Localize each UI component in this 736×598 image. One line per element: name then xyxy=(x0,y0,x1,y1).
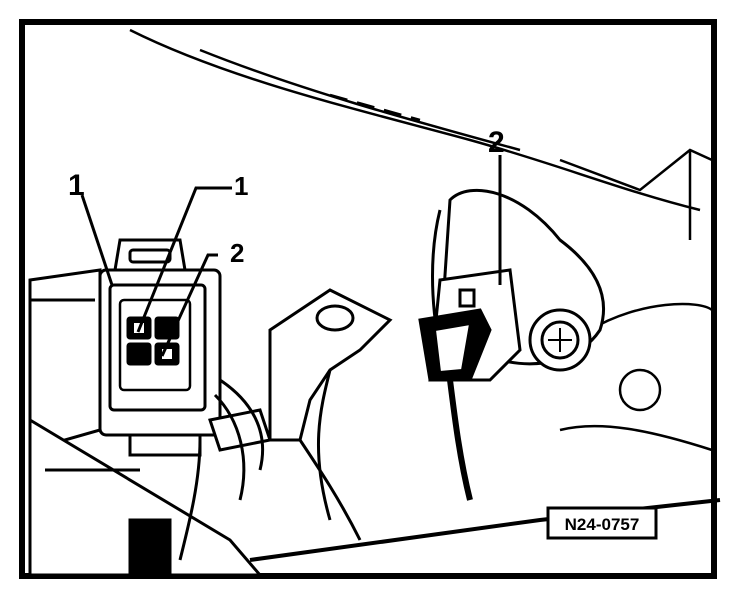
callout-1-left: 1 xyxy=(68,169,85,202)
housing-outline xyxy=(129,28,713,452)
figure-code: N24-0757 xyxy=(565,515,640,534)
center-bracket xyxy=(268,288,393,541)
callout-1-pin: 1 xyxy=(234,171,248,201)
ground-line xyxy=(249,498,721,562)
callout-2-pin: 2 xyxy=(230,238,244,268)
figure-code-box xyxy=(546,506,658,540)
wiring-harness xyxy=(178,378,265,561)
leader-lines xyxy=(80,155,502,357)
left-housing xyxy=(28,268,264,577)
callout-2-right: 2 xyxy=(488,126,505,159)
right-connector xyxy=(418,268,522,501)
